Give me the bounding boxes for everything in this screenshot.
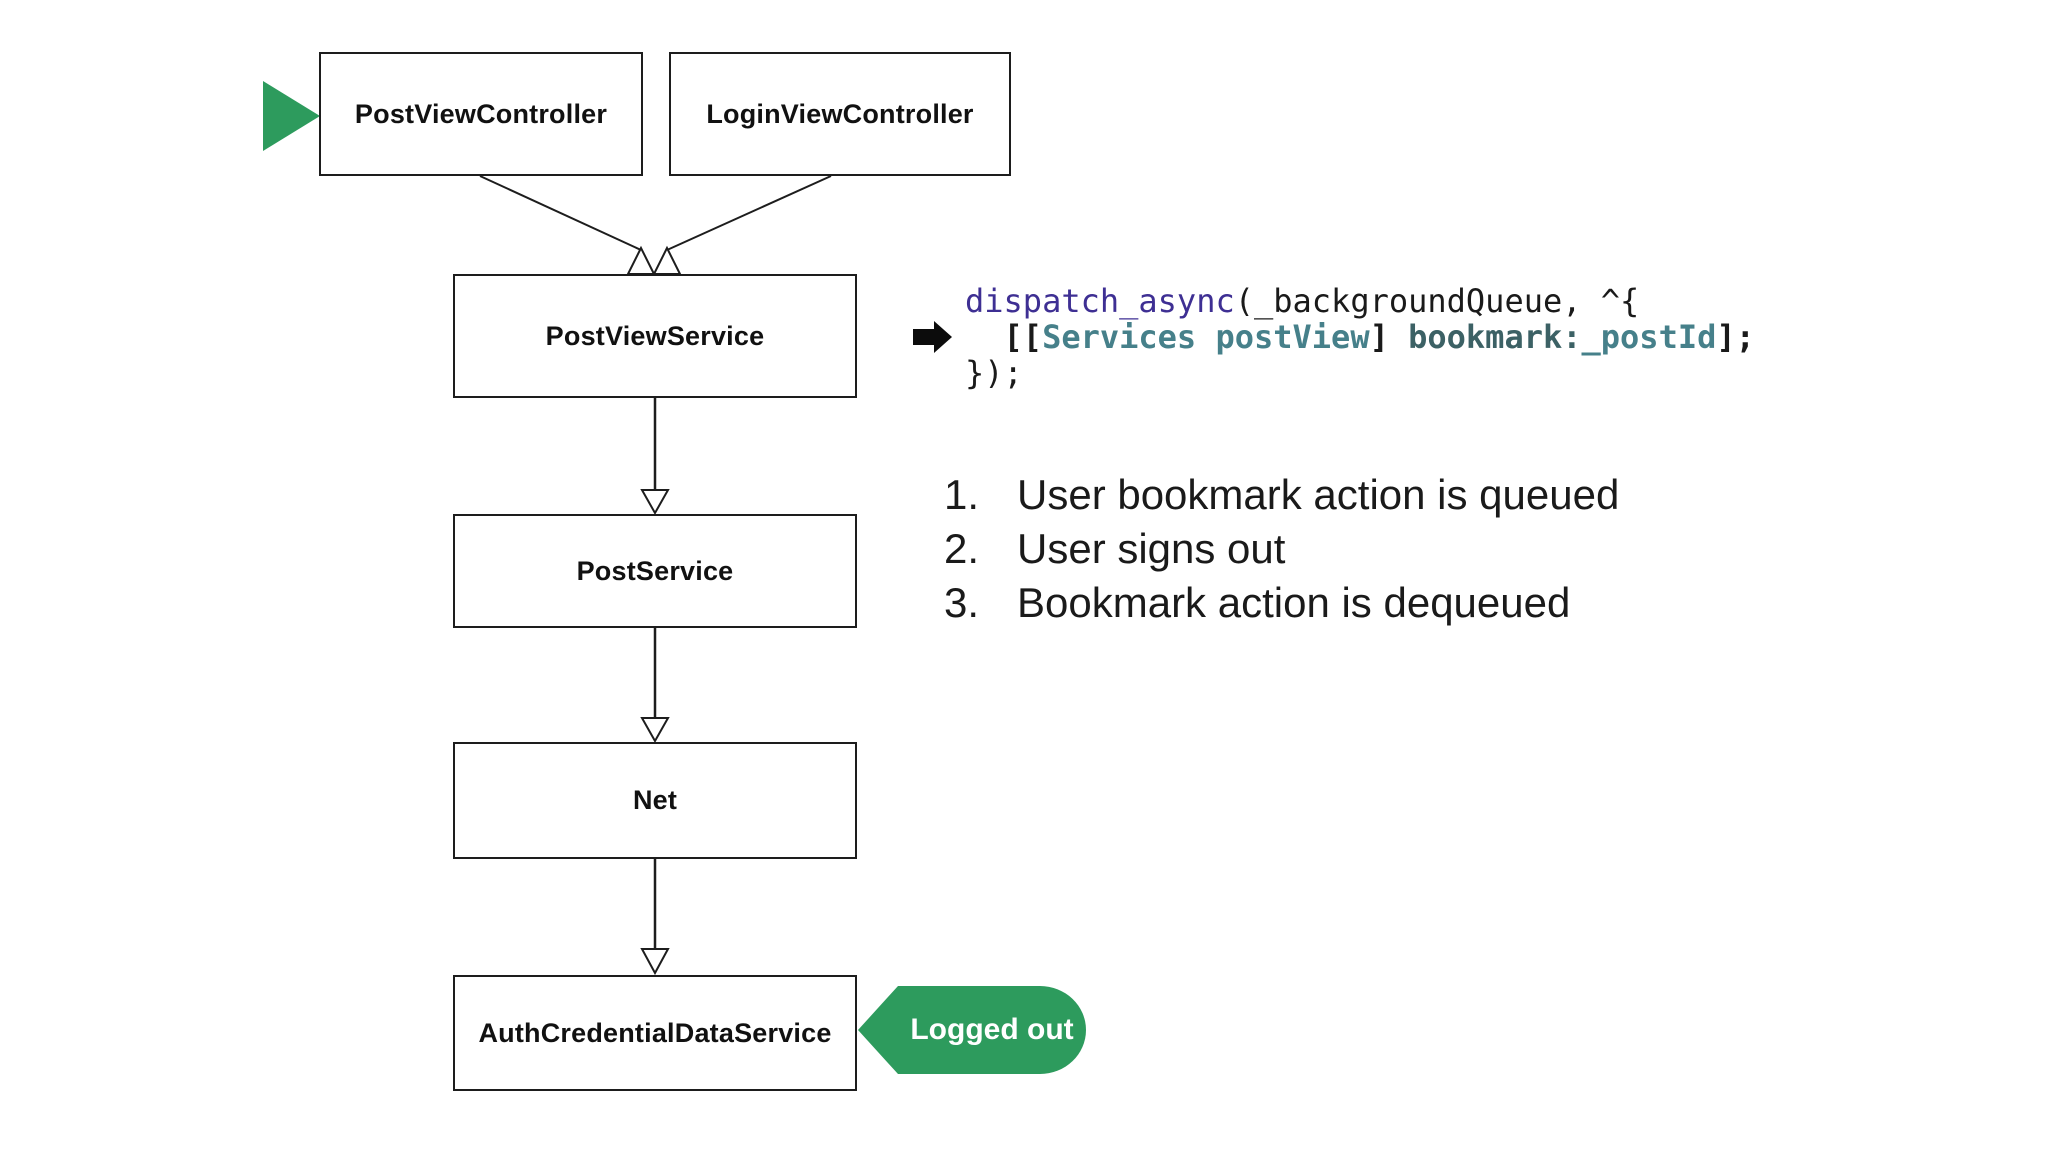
step-text: User bookmark action is queued — [1017, 471, 1620, 518]
node-post-view-service: PostViewService — [453, 274, 857, 398]
code-token-selector: bookmark: — [1408, 318, 1582, 356]
hollow-triangle-arrowhead-icon — [626, 245, 656, 275]
node-label: PostViewService — [545, 320, 765, 351]
code-pointer-arrow-icon — [913, 321, 952, 353]
step-text: User signs out — [1017, 525, 1286, 572]
list-item: 3. Bookmark action is dequeued — [944, 576, 1619, 630]
hollow-triangle-arrowhead-icon — [640, 948, 670, 976]
node-login-view-controller: LoginViewController — [669, 52, 1011, 176]
code-line-2: [[Services postView] bookmark:_postId]; — [965, 319, 1755, 355]
node-post-service: PostService — [453, 514, 857, 628]
code-token-plain: }); — [965, 354, 1023, 392]
hollow-triangle-arrowhead-icon — [640, 489, 670, 516]
node-label: AuthCredentialDataService — [478, 1017, 832, 1048]
hollow-triangle-arrowhead-icon — [640, 717, 670, 744]
node-post-view-controller: PostViewController — [319, 52, 643, 176]
start-marker-icon — [263, 81, 320, 151]
node-auth-credential-data-service: AuthCredentialDataService — [453, 975, 857, 1091]
node-net: Net — [453, 742, 857, 859]
code-line-3: }); — [965, 355, 1755, 391]
logged-out-badge-shape — [858, 986, 1086, 1074]
node-label: PostService — [576, 555, 734, 586]
node-label: Net — [632, 785, 678, 815]
list-item: 1. User bookmark action is queued — [944, 468, 1619, 522]
hollow-triangle-arrowhead-icon — [652, 245, 682, 275]
connector-postviewcontroller-to-postviewservice — [479, 175, 642, 251]
step-text: Bookmark action is dequeued — [1017, 579, 1571, 626]
code-token-function: dispatch_async — [965, 282, 1235, 320]
code-token-type: _postId — [1581, 318, 1717, 356]
step-number: 2. — [944, 525, 980, 572]
steps-list: 1. User bookmark action is queued 2. Use… — [944, 468, 1619, 630]
list-item: 2. User signs out — [944, 522, 1619, 576]
code-token-plain: ] — [1369, 318, 1409, 356]
step-number: 3. — [944, 579, 980, 626]
code-token-type: Services postView — [1042, 318, 1370, 356]
code-token-plain: (_backgroundQueue, ^{ — [1234, 282, 1640, 320]
code-line-1: dispatch_async(_backgroundQueue, ^{ — [965, 283, 1755, 319]
logged-out-badge: Logged out — [898, 986, 1086, 1074]
code-token-plain: ]; — [1716, 318, 1755, 356]
code-snippet: dispatch_async(_backgroundQueue, ^{ [[Se… — [965, 283, 1755, 391]
node-label: PostViewController — [354, 98, 608, 129]
badge-label: Logged out — [910, 1013, 1074, 1046]
step-number: 1. — [944, 471, 980, 518]
node-label: LoginViewController — [706, 98, 974, 129]
connector-loginviewcontroller-to-postviewservice — [666, 175, 832, 251]
code-token-plain: [[ — [965, 318, 1043, 356]
